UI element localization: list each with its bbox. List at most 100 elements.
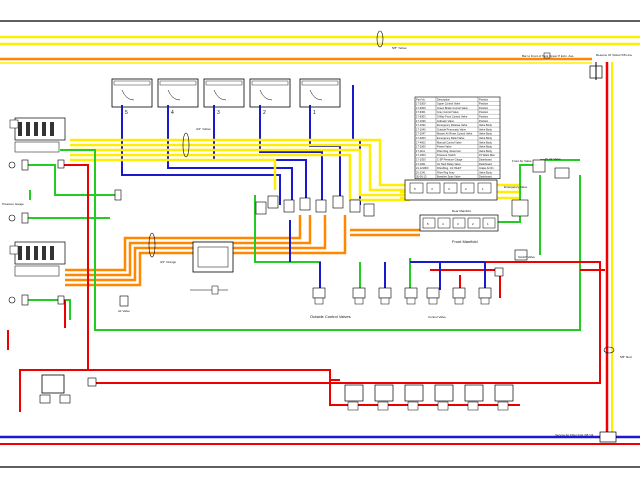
parts-table-cell: Manual Control Valve xyxy=(437,140,462,144)
parts-table-cell: 20-1241 xyxy=(416,170,426,174)
parts-table-cell: Position xyxy=(479,106,489,110)
parts-table-cell: 17-1111 xyxy=(416,149,425,153)
bottom-valve xyxy=(434,384,454,411)
parts-table-header: Part No. xyxy=(416,97,426,101)
parts-table-cell: Filter Reg. Reservoir xyxy=(437,149,461,153)
parts-table-cell: Filter/Reg. 1/2 INLET xyxy=(437,166,462,170)
parts-table-header: Description xyxy=(437,97,451,101)
right-vertical-lines: 5/8" Red xyxy=(589,62,632,440)
orange-bundle-clamp xyxy=(148,232,156,258)
truck-valve: 2 xyxy=(249,78,291,116)
outside-control-valves xyxy=(312,287,492,305)
bottom-blue-label: Service Air Filter Inlet 3/8 1/4 xyxy=(555,433,594,437)
rear-port-number: 2 xyxy=(465,187,467,191)
front-manifold-port: 1 xyxy=(482,217,496,229)
right-top-label: Reserve Of Yellow 5/8 Line xyxy=(596,53,632,57)
rear-manifold-port: 1 xyxy=(477,182,492,194)
parts-table-cell: Breather Spec Valve xyxy=(437,175,461,179)
front-port-number: 1 xyxy=(487,222,489,226)
top-yellow-line: 5/8" Yellow xyxy=(0,30,640,50)
parts-table-cell: 3-Way Front Control Valve xyxy=(437,115,468,119)
outside-valve xyxy=(352,287,366,305)
parts-table-cell: Air Tank Relay Valve xyxy=(437,162,461,166)
parts-table-cell: Master Air Reset Control Valve xyxy=(437,132,473,136)
rear-manifold-port: 4 xyxy=(426,182,441,194)
bottom-valve-row xyxy=(344,384,514,411)
valve-lower-label: Control Valve xyxy=(428,315,446,319)
parts-table-cell: 05-06-13 xyxy=(416,175,427,179)
parts-table-cell: Green Brake Control Valve xyxy=(437,106,468,110)
outside-valve xyxy=(404,287,418,305)
parts-table-cell: 17-1040 xyxy=(416,127,426,131)
parts-table-cell: Emergency Release Valve xyxy=(437,123,468,127)
front-port-number: 4 xyxy=(442,222,444,226)
rear-port-number: 4 xyxy=(431,187,433,191)
front-manifold-port: 5 xyxy=(422,217,436,229)
parts-table-cell: 17-1047 xyxy=(416,132,426,136)
left-air-label: Air Valve xyxy=(118,309,130,313)
parts-table-cell: 15 Watts Max xyxy=(479,153,495,157)
parts-table-cell: Valve Body xyxy=(479,132,493,136)
truck-valve: 1 xyxy=(299,78,341,116)
parts-table-cell: Filter Reg Assy xyxy=(437,170,455,174)
parts-table-cell: Dashboard xyxy=(479,162,492,166)
orange-bar-line: Bar to Front of Tank Upper P Extn. Ass. … xyxy=(0,52,632,64)
parts-table-cell: Valve Body xyxy=(479,140,493,144)
parts-table-cell: Indicator Valve xyxy=(437,119,455,123)
parts-table-cell: 17-6303 xyxy=(416,115,426,119)
parts-table-cell: 17-2009 xyxy=(416,102,426,106)
parts-table-cell: Dashboard xyxy=(479,158,492,162)
parts-table-cell: Valve Body xyxy=(479,149,493,153)
left-control-panel-lower xyxy=(9,241,66,277)
parts-table-cell: 17-1030 xyxy=(416,119,426,123)
truck-valve-number: 1 xyxy=(313,110,316,116)
bottom-left-valve-box xyxy=(39,374,97,404)
parts-table-cell: Grey Control Valve xyxy=(437,110,459,114)
parts-table-cell: 17-2009 xyxy=(416,106,426,110)
right-valve-group xyxy=(494,159,570,277)
front-manifold-port: 4 xyxy=(437,217,451,229)
parts-table-cell: C-5P Pressure Gauge xyxy=(437,158,463,162)
parts-table-cell: 17-1060 xyxy=(416,145,426,149)
outside-valve xyxy=(312,287,326,305)
center-display-unit xyxy=(190,241,234,295)
left-fittings xyxy=(8,159,129,307)
parts-table-cell: Valve Body xyxy=(479,136,493,140)
parts-table-cell: Upper Control Valve xyxy=(437,102,461,106)
rear-port-number: 3 xyxy=(448,187,450,191)
parts-table-cell: Emergency Relief Valve xyxy=(437,136,465,140)
parts-table-cell: Valve Body xyxy=(479,127,493,131)
pressure-gauge-label: Pressure Gauge xyxy=(2,202,24,206)
switch-valve-label: Switch Valve xyxy=(518,255,535,259)
truck-valve-number: 4 xyxy=(171,110,174,116)
truck-valve-number: 2 xyxy=(263,110,266,116)
parts-table-cell: 17-1061 xyxy=(416,162,426,166)
outside-valves-label: Outside Control Valves xyxy=(310,314,351,319)
truck-valve: 4 xyxy=(157,78,199,116)
yellow-bundle-label: 3/4" Yellow xyxy=(196,127,211,131)
parts-table-cell: Valve Body xyxy=(479,145,493,149)
emergency-label: Emergency Valve xyxy=(504,185,528,189)
parts-table-cell: 17-4003 xyxy=(416,136,426,140)
parts-table-cell: Preset Valve xyxy=(437,145,452,149)
outside-valve xyxy=(452,287,466,305)
outside-valve xyxy=(378,287,392,305)
rear-manifold-port: 2 xyxy=(460,182,475,194)
bottom-valve xyxy=(464,384,484,411)
to-air-label: To Air Valve xyxy=(545,157,561,161)
rear-manifold-label: Rear Manifold xyxy=(452,209,471,213)
parts-table-cell: 17-1050 xyxy=(416,158,426,162)
orange-bundle xyxy=(65,215,420,287)
bottom-valve xyxy=(404,384,424,411)
rear-manifold-port: 3 xyxy=(443,182,458,194)
parts-table-cell: Pressure Switch xyxy=(437,153,456,157)
bottom-valve xyxy=(494,384,514,411)
bottom-blue-lines: Service Air Filter Inlet 3/8 1/4 xyxy=(0,220,640,445)
outside-valve xyxy=(426,287,440,305)
yellow-bundle-clamp xyxy=(182,132,190,158)
parts-table-cell: Dashboard xyxy=(479,175,492,179)
